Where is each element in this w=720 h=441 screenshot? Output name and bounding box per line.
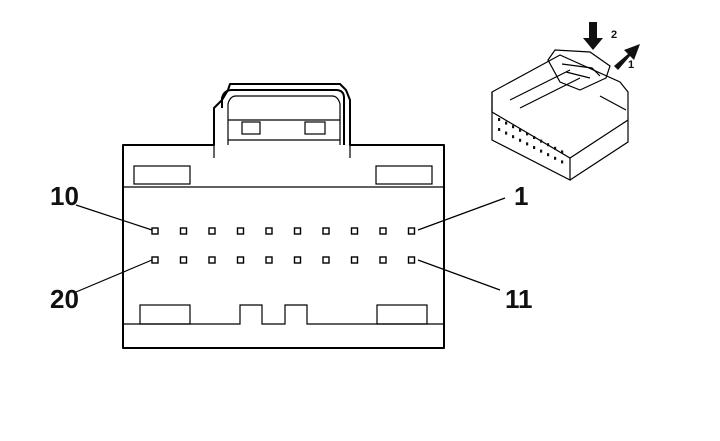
inset-pin-hole (498, 118, 501, 121)
inset-latch-detail (561, 63, 601, 79)
pin-cavity (179, 256, 188, 264)
inset-pin-hole (498, 128, 501, 131)
bottom-key-left (139, 304, 191, 325)
inset-pin-hole (547, 143, 550, 147)
pin-cavity (407, 227, 416, 235)
pin-label-10: 10 (50, 181, 79, 211)
arrow-diagonal-icon (614, 44, 640, 70)
housing-outline (122, 83, 445, 349)
pin-cavity (322, 227, 330, 235)
pin-cavity (322, 256, 330, 264)
inset-pin-hole (533, 136, 536, 139)
inset-pin-hole (533, 146, 536, 149)
inset-pin-hole (540, 139, 543, 143)
inset-pin-hole (505, 131, 508, 135)
pin-cavity (379, 227, 387, 235)
pin-label-11: 11 (505, 284, 533, 314)
inset-pin-hole (512, 135, 515, 139)
step-label-2: 2 (611, 29, 617, 41)
inset-pin-hole (519, 128, 522, 132)
inset-pin-hole (540, 149, 543, 153)
inset-pin-hole (547, 153, 550, 157)
inset-latch (547, 49, 611, 91)
pin-grid (151, 227, 416, 264)
latch-tab-right (304, 121, 326, 135)
inset-pin-hole (512, 125, 515, 129)
pin-cavity (293, 227, 302, 235)
corner-key-top-left (133, 165, 191, 185)
inset-ridge (509, 69, 627, 111)
latch-hood-inner (227, 95, 341, 145)
arrow-down-icon (583, 22, 603, 50)
pin-cavity (236, 227, 245, 235)
inset-connector-view: 2 1 (491, 22, 640, 181)
leader-pin-20 (75, 259, 153, 293)
inset-pin-hole (526, 142, 529, 146)
pin-cavity (407, 256, 416, 264)
inset-body-top (491, 54, 629, 159)
pin-cavity (208, 256, 216, 264)
pin-label-1: 1 (514, 181, 528, 211)
pin-cavity (350, 256, 359, 264)
inset-pin-hole (561, 150, 564, 154)
pin-cavity (151, 256, 159, 264)
inset-pin-hole (505, 121, 508, 125)
pin-cavity (151, 227, 159, 235)
corner-key-top-right (375, 165, 433, 185)
pin-cavity (265, 227, 273, 235)
latch-hood (221, 89, 345, 145)
bottom-key-right (376, 304, 428, 325)
inset-pin-hole (561, 160, 564, 164)
pin-label-20: 20 (50, 284, 79, 314)
inset-pin-hole (519, 138, 522, 142)
pin-cavity (179, 227, 188, 235)
pin-cavity (236, 256, 245, 264)
leader-pin-10 (75, 204, 153, 231)
step-label-1: 1 (628, 59, 634, 71)
inset-pin-hole (554, 156, 557, 160)
latch-tab-left (241, 121, 261, 135)
leader-pin-11 (417, 259, 501, 291)
pin-cavity (350, 227, 359, 235)
pin-cavity (265, 256, 273, 264)
connector-face: 10 1 20 11 (50, 83, 533, 349)
inset-pin-hole (554, 146, 557, 150)
inset-pin-holes (498, 118, 564, 164)
inset-side-face (569, 120, 629, 181)
pin-cavity (379, 256, 387, 264)
inset-pin-hole (526, 132, 529, 136)
pin-cavity (293, 256, 302, 264)
inset-front-face (491, 92, 571, 181)
pin-cavity (208, 227, 216, 235)
lower-divider (123, 304, 444, 325)
leader-pin-1 (417, 197, 506, 231)
